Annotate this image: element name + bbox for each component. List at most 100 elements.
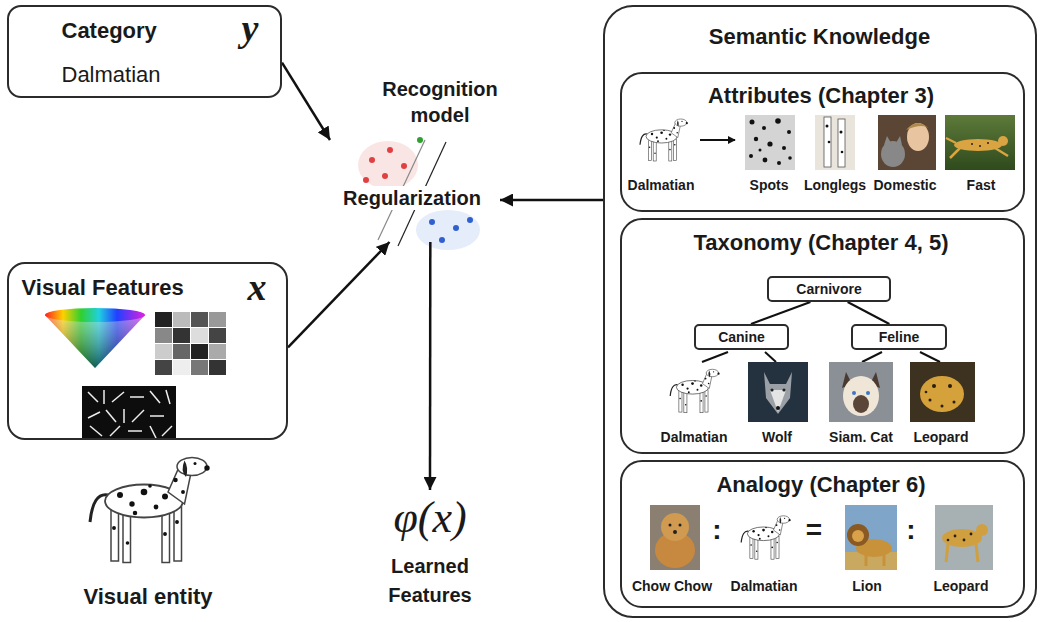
gabor-bank-part [90, 426, 102, 436]
longlegs-photo-part [840, 131, 843, 134]
image-caption: Lion [852, 578, 882, 595]
spots-photo-part [787, 130, 791, 134]
feature-box: Visual Featuresx [7, 262, 288, 440]
taxonomy-node: Canine [694, 324, 789, 350]
patch-grid-part [155, 328, 172, 343]
spots-photo [745, 115, 795, 170]
longlegs-photo-part [841, 151, 844, 154]
model-label: Recognition model [375, 76, 505, 128]
color-cone-part [45, 308, 145, 322]
scatter-plot-part [401, 163, 407, 169]
domestic-photo-part [907, 123, 929, 151]
knowledge-panel: Semantic KnowledgeAttributes (Chapter 3)… [603, 5, 1037, 618]
leopard-photo-part [948, 384, 952, 388]
leopard-photo-part [925, 391, 928, 394]
patch-grid-part [209, 344, 226, 359]
spots-photo-part [775, 118, 781, 124]
taxonomy-leader-lines-part [765, 352, 776, 362]
image-caption: Longlegs [804, 177, 866, 194]
leopard-photo-part [935, 505, 993, 570]
patch-grid-part [209, 328, 226, 343]
regularization-label: Regularization [340, 186, 484, 210]
chow-photo-part [673, 530, 677, 534]
leopard-photo-part [920, 376, 964, 412]
connectors [282, 63, 889, 490]
image-caption: Leopard [913, 429, 968, 446]
longlegs-photo [815, 115, 855, 170]
spots-photo-part [763, 158, 768, 163]
leopard-photo [910, 362, 975, 422]
chow-photo-part [669, 524, 672, 527]
math-symbol: y [242, 6, 259, 52]
scatter-plot-part [363, 177, 369, 183]
taxonomy-node: Carnivore [767, 276, 891, 302]
longlegs-photo-part [838, 119, 845, 167]
spots-photo-part [754, 137, 758, 141]
longlegs-photo-part [828, 141, 831, 144]
longlegs-photo-part [824, 117, 831, 167]
dalmatian-photo [640, 119, 688, 161]
scatter-plot-part [382, 173, 388, 179]
color-cone [45, 308, 145, 368]
leopard-photo-part [929, 399, 932, 402]
taxonomy-label: Carnivore [796, 281, 861, 298]
taxonomy-leader-lines-part [920, 352, 940, 362]
fast-photo-part [971, 143, 973, 145]
patch-grid-part [173, 344, 190, 359]
spots-photo-part [777, 161, 781, 165]
cat-photo-part [866, 391, 870, 395]
leopard-photo-part [941, 405, 944, 408]
wolf-photo-part [764, 372, 792, 414]
analogy-box: Analogy (Chapter 6)Chow Chow:Dalmatian=L… [620, 460, 1025, 608]
analogy-operator: : [712, 513, 721, 547]
patch-grid-part [155, 360, 172, 375]
box-title: Category [62, 18, 157, 44]
fast-photo-part [998, 136, 1008, 146]
gabor-bank-part [110, 426, 120, 436]
scatter-plot-part [453, 225, 459, 231]
gabor-bank-part [166, 390, 170, 404]
leopard-photo-part [932, 384, 936, 388]
gabor-bank-part [150, 426, 156, 438]
patch-grid-part [191, 328, 208, 343]
chow-photo-part [661, 513, 689, 541]
cat-photo [829, 362, 893, 422]
taxonomy-node: Feline [851, 324, 947, 350]
image-caption: Leopard [933, 578, 988, 595]
analogy-operator: : [906, 513, 915, 547]
lion-photo [845, 505, 897, 570]
color-cone-part [45, 315, 145, 368]
spots-photo-part [788, 156, 792, 160]
gabor-bank-part [150, 415, 164, 417]
box-title: Taxonomy (Chapter 4, 5) [693, 230, 948, 256]
box-title: Analogy (Chapter 6) [716, 472, 925, 498]
scatter-plot-part [358, 141, 418, 189]
leopard-photo-part [970, 533, 973, 536]
dalmatian-photo [670, 369, 719, 412]
leopard-photo [935, 505, 993, 570]
longlegs-photo-part [815, 115, 855, 170]
taxonomy-leader-lines-part [702, 352, 728, 362]
spots-photo-part [750, 120, 755, 125]
taxonomy-label: Canine [718, 329, 765, 346]
scatter-plot-part [416, 210, 480, 250]
wolf-photo-part [776, 406, 780, 410]
scatter-plot-part [369, 157, 375, 163]
leopard-photo-part [947, 539, 950, 542]
leopard-photo-part [946, 544, 948, 562]
lion-photo-part [845, 505, 897, 570]
cat-photo-part [853, 395, 869, 413]
fast-photo-part [945, 115, 1015, 170]
math-formula: φ(x) [393, 492, 466, 545]
image-caption: Spots [750, 177, 789, 194]
scatter-plot-part [398, 142, 446, 246]
taxonomy-leader-lines [702, 352, 940, 362]
panel-title: Semantic Knowledge [709, 24, 930, 50]
domestic-photo-part [878, 115, 936, 170]
category-box: CategoryyDalmatian [7, 5, 282, 98]
chow-photo-part [679, 524, 682, 527]
